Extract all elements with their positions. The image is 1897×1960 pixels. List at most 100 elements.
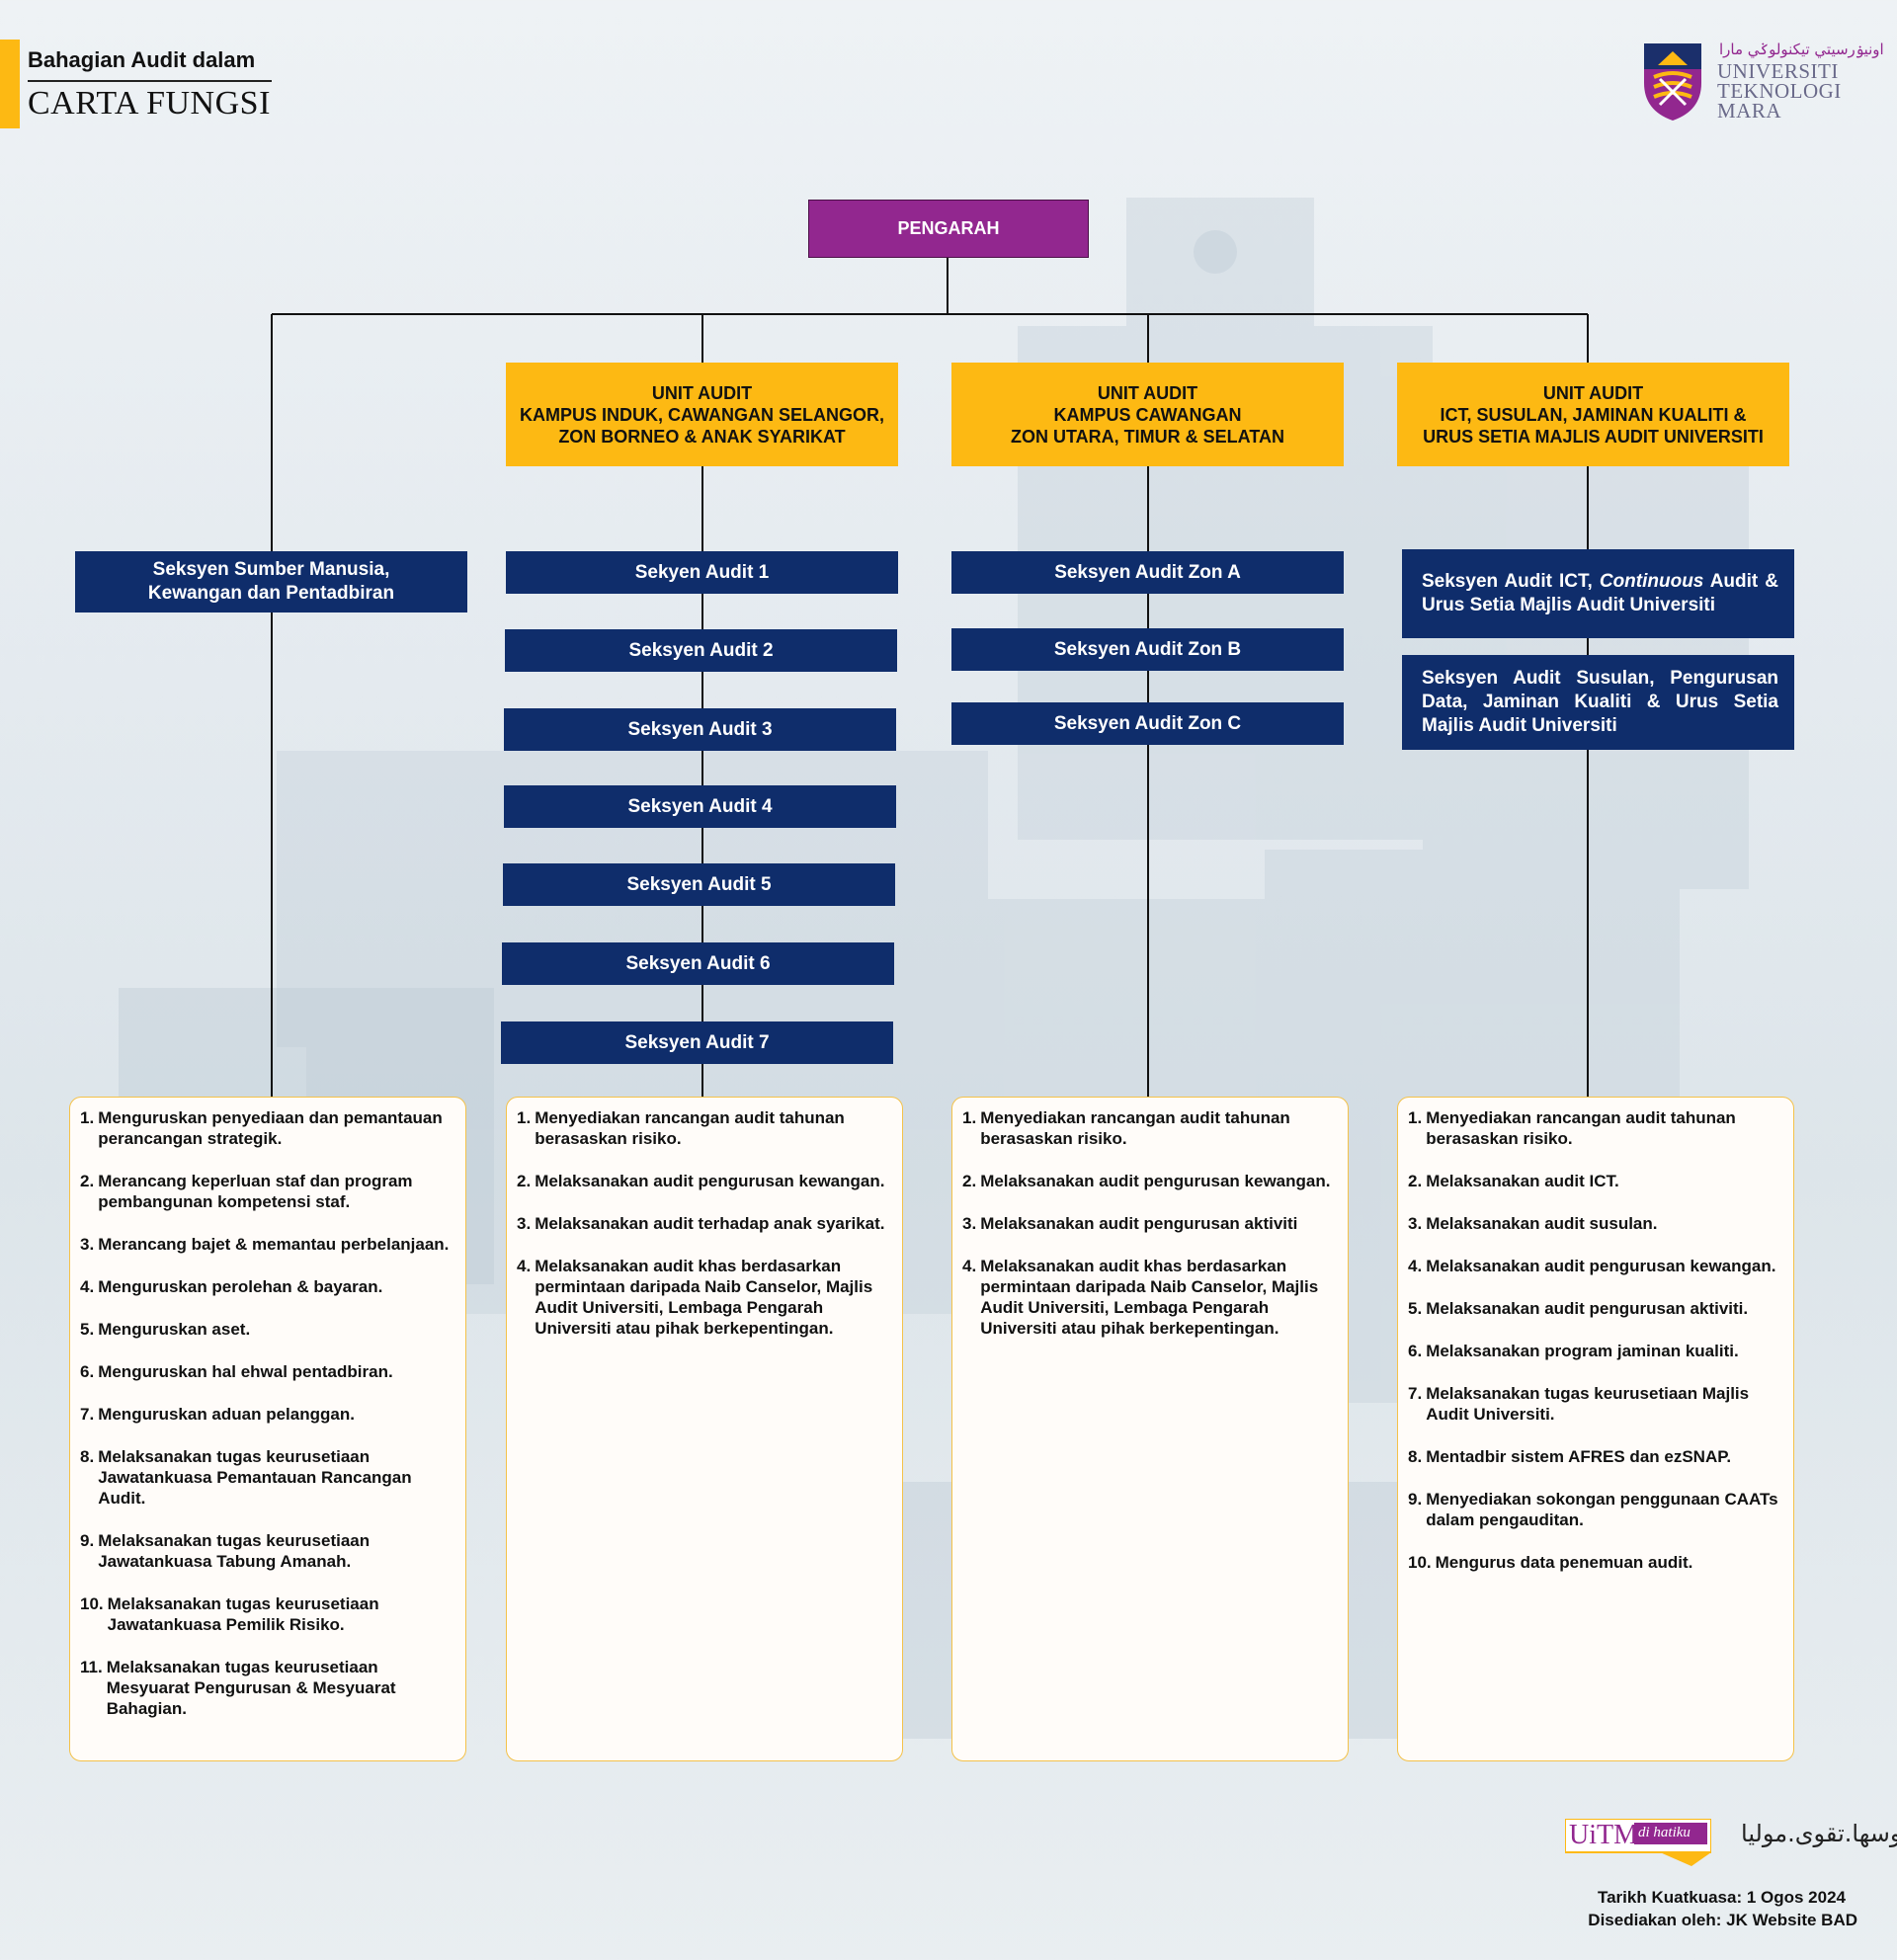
section-box-audit-susulan: Seksyen Audit Susulan, Pengurusan Data, … bbox=[1402, 655, 1794, 750]
function-item: 4.Melaksanakan audit khas berdasarkan pe… bbox=[962, 1256, 1340, 1339]
function-list-sumber-manusia: 1.Menguruskan penyediaan dan pemantauan … bbox=[69, 1097, 466, 1761]
section-box-zon-a: Seksyen Audit Zon A bbox=[951, 551, 1344, 594]
section-box-zon-c: Seksyen Audit Zon C bbox=[951, 702, 1344, 745]
unit-label-line3: ZON UTARA, TIMUR & SELATAN bbox=[1011, 426, 1284, 447]
section-label: Seksyen Audit Zon C bbox=[1053, 712, 1242, 734]
function-item-text: Mentadbir sistem AFRES dan ezSNAP. bbox=[1426, 1447, 1732, 1466]
function-item-text: Melaksanakan tugas keurusetiaan Jawatank… bbox=[107, 1594, 379, 1634]
function-item: 10.Mengurus data penemuan audit. bbox=[1408, 1552, 1785, 1573]
uitm-di-hatiku-logo: UiTM di hatiku bbox=[1565, 1819, 1711, 1866]
function-item-text: Menguruskan penyediaan dan pemantauan pe… bbox=[98, 1108, 443, 1148]
function-item: 9.Melaksanakan tugas keurusetiaan Jawata… bbox=[80, 1530, 457, 1572]
function-item-number: 10. bbox=[80, 1594, 104, 1613]
section-label-line1: Seksyen Sumber Manusia, bbox=[152, 559, 390, 580]
function-item-number: 5. bbox=[1408, 1299, 1423, 1318]
section-label: Seksyen Audit 5 bbox=[626, 873, 772, 895]
section-label: Sekyen Audit 1 bbox=[634, 561, 770, 583]
function-item: 1.Menyediakan rancangan audit tahunan be… bbox=[1408, 1107, 1785, 1149]
unit-label-line2: KAMPUS CAWANGAN bbox=[1053, 404, 1242, 425]
function-item-text: Menguruskan hal ehwal pentadbiran. bbox=[98, 1362, 393, 1381]
function-item-text: Melaksanakan audit pengurusan kewangan. bbox=[980, 1172, 1331, 1190]
function-item-number: 2. bbox=[962, 1172, 977, 1190]
logo-text-teknologi: TEKNOLOGI bbox=[1717, 79, 1842, 103]
function-item-text: Melaksanakan audit khas berdasarkan perm… bbox=[535, 1257, 873, 1338]
section-box-audit-1: Sekyen Audit 1 bbox=[506, 551, 898, 594]
effective-date: Tarikh Kuatkuasa: 1 Ogos 2024 bbox=[1597, 1888, 1846, 1907]
function-item-number: 2. bbox=[1408, 1172, 1423, 1190]
header-accent-bar bbox=[0, 40, 20, 128]
function-item-text: Menyediakan rancangan audit tahunan bera… bbox=[535, 1108, 845, 1148]
function-item: 2.Melaksanakan audit pengurusan kewangan… bbox=[962, 1171, 1340, 1191]
unit-label-line2: ICT, SUSULAN, JAMINAN KUALITI & bbox=[1440, 404, 1747, 425]
function-item: 4.Menguruskan perolehan & bayaran. bbox=[80, 1276, 457, 1297]
function-item-number: 1. bbox=[1408, 1108, 1423, 1127]
section-box-audit-4: Seksyen Audit 4 bbox=[504, 785, 896, 828]
function-item-text: Melaksanakan audit susulan. bbox=[1426, 1214, 1658, 1233]
uitm-logo-text: UiTM bbox=[1569, 1820, 1638, 1850]
function-item-number: 1. bbox=[517, 1108, 532, 1127]
function-item: 3.Melaksanakan audit pengurusan aktiviti bbox=[962, 1213, 1340, 1234]
function-item: 3.Merancang bajet & memantau perbelanjaa… bbox=[80, 1234, 457, 1255]
function-item-number: 4. bbox=[80, 1277, 95, 1296]
uitm-di-hatiku-badge-icon bbox=[1565, 1819, 1711, 1866]
function-item: 7.Menguruskan aduan pelanggan. bbox=[80, 1404, 457, 1425]
function-item-number: 7. bbox=[1408, 1384, 1423, 1403]
function-item: 3.Melaksanakan audit susulan. bbox=[1408, 1213, 1785, 1234]
function-item-number: 9. bbox=[1408, 1490, 1423, 1509]
section-label: Seksyen Audit Susulan, Pengurusan Data, … bbox=[1422, 668, 1778, 736]
function-item-text: Melaksanakan audit pengurusan kewangan. bbox=[535, 1172, 885, 1190]
function-item-text: Melaksanakan audit pengurusan aktiviti bbox=[980, 1214, 1298, 1233]
page-title: CARTA FUNGSI bbox=[28, 85, 271, 122]
function-list-kampus-induk: 1.Menyediakan rancangan audit tahunan be… bbox=[506, 1097, 903, 1761]
function-item-text: Melaksanakan tugas keurusetiaan Majlis A… bbox=[1426, 1384, 1750, 1424]
function-item-text: Melaksanakan tugas keurusetiaan Mesyuara… bbox=[106, 1658, 396, 1718]
section-box-audit-2: Seksyen Audit 2 bbox=[505, 629, 897, 672]
function-item: 1.Menyediakan rancangan audit tahunan be… bbox=[517, 1107, 894, 1149]
function-item: 2.Merancang keperluan staf dan program p… bbox=[80, 1171, 457, 1212]
function-item-number: 4. bbox=[1408, 1257, 1423, 1275]
unit-label-line1: UNIT AUDIT bbox=[1542, 382, 1644, 403]
function-item-text: Menguruskan aset. bbox=[98, 1320, 251, 1339]
function-item-text: Menyediakan rancangan audit tahunan bera… bbox=[1426, 1108, 1736, 1148]
section-label-line2: Kewangan dan Pentadbiran bbox=[147, 583, 395, 604]
function-item-text: Melaksanakan program jaminan kualiti. bbox=[1426, 1342, 1739, 1360]
section-label: Seksyen Audit Zon A bbox=[1054, 561, 1241, 583]
section-box-audit-ict: Seksyen Audit ICT, Continuous Audit & Ur… bbox=[1402, 549, 1794, 638]
function-item-text: Melaksanakan audit pengurusan kewangan. bbox=[1426, 1257, 1776, 1275]
function-item: 10.Melaksanakan tugas keurusetiaan Jawat… bbox=[80, 1593, 457, 1635]
function-item-number: 5. bbox=[80, 1320, 95, 1339]
section-box-audit-7: Seksyen Audit 7 bbox=[501, 1021, 893, 1064]
function-item: 2.Melaksanakan audit pengurusan kewangan… bbox=[517, 1171, 894, 1191]
function-item-text: Melaksanakan audit terhadap anak syarika… bbox=[535, 1214, 885, 1233]
function-item-number: 3. bbox=[1408, 1214, 1423, 1233]
function-item-text: Menguruskan aduan pelanggan. bbox=[98, 1405, 355, 1424]
function-item-number: 7. bbox=[80, 1405, 95, 1424]
function-item: 5.Menguruskan aset. bbox=[80, 1319, 457, 1340]
section-label: Seksyen Audit 3 bbox=[627, 718, 773, 740]
header-divider bbox=[28, 80, 272, 82]
function-item-number: 1. bbox=[80, 1108, 95, 1127]
function-item-number: 3. bbox=[80, 1235, 95, 1254]
section-box-audit-5: Seksyen Audit 5 bbox=[503, 863, 895, 906]
function-item-number: 9. bbox=[80, 1531, 95, 1550]
unit-label-line1: UNIT AUDIT bbox=[651, 382, 753, 403]
function-item-number: 10. bbox=[1408, 1553, 1432, 1572]
function-item: 8.Mentadbir sistem AFRES dan ezSNAP. bbox=[1408, 1446, 1785, 1467]
section-label: Seksyen Audit 4 bbox=[627, 795, 773, 817]
function-item-number: 1. bbox=[962, 1108, 977, 1127]
function-item-text: Mengurus data penemuan audit. bbox=[1435, 1553, 1693, 1572]
director-label: PENGARAH bbox=[897, 218, 1000, 238]
section-label: Seksyen Audit Zon B bbox=[1053, 638, 1242, 660]
function-item: 8.Melaksanakan tugas keurusetiaan Jawata… bbox=[80, 1446, 457, 1509]
director-box: PENGARAH bbox=[808, 200, 1089, 258]
function-item-number: 8. bbox=[1408, 1447, 1423, 1466]
function-item-text: Menyediakan sokongan penggunaan CAATs da… bbox=[1426, 1490, 1778, 1529]
function-item-number: 4. bbox=[517, 1257, 532, 1275]
logo-text-universiti: UNIVERSITI bbox=[1717, 59, 1839, 83]
function-item: 3.Melaksanakan audit terhadap anak syari… bbox=[517, 1213, 894, 1234]
unit-label-line2: KAMPUS INDUK, CAWANGAN SELANGOR, bbox=[519, 404, 884, 425]
function-item: 7.Melaksanakan tugas keurusetiaan Majlis… bbox=[1408, 1383, 1785, 1425]
section-label: Seksyen Audit 2 bbox=[628, 639, 774, 661]
function-item-number: 4. bbox=[962, 1257, 977, 1275]
function-item: 4.Melaksanakan audit pengurusan kewangan… bbox=[1408, 1256, 1785, 1276]
